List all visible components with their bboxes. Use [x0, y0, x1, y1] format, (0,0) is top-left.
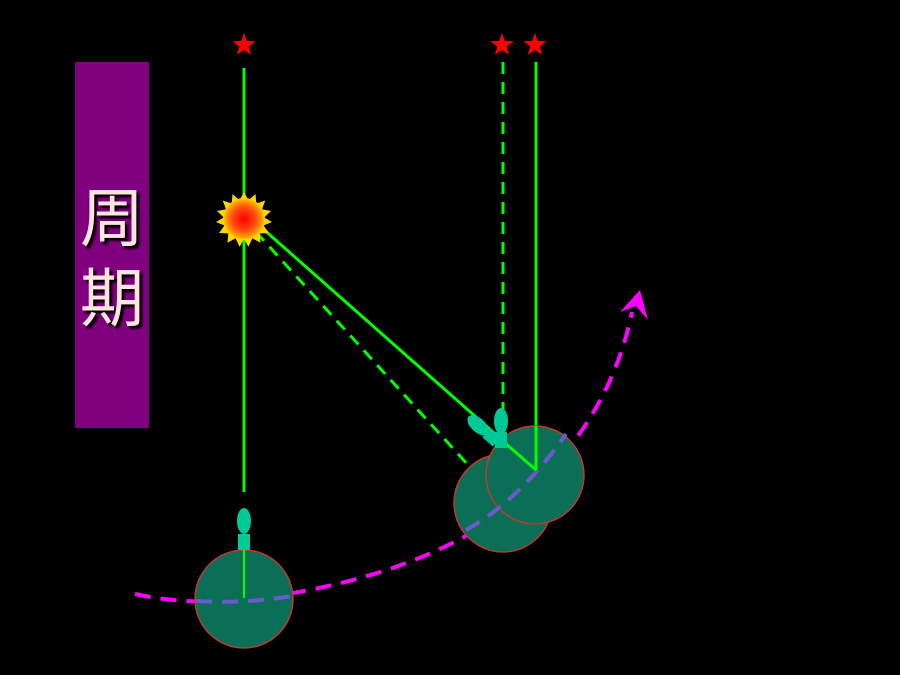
orbit-arrowhead-icon	[620, 290, 648, 320]
title-box: 周 期	[75, 62, 149, 428]
star-left-icon	[232, 33, 256, 55]
orbit-path	[134, 311, 634, 604]
sun-icon	[223, 198, 265, 240]
star-right-2-icon	[523, 33, 547, 55]
observer-right-tilted-icon	[467, 415, 501, 447]
title-char-2: 期	[80, 263, 144, 337]
star-right-1-icon	[490, 33, 514, 55]
orbit-behind-bottom	[195, 594, 293, 604]
title-char-1: 周	[80, 183, 144, 257]
sightline-sun-dashed	[254, 230, 502, 502]
observer-bottom-icon	[237, 508, 251, 550]
orbit-behind-right	[465, 432, 568, 532]
title-text: 周 期	[75, 180, 149, 340]
